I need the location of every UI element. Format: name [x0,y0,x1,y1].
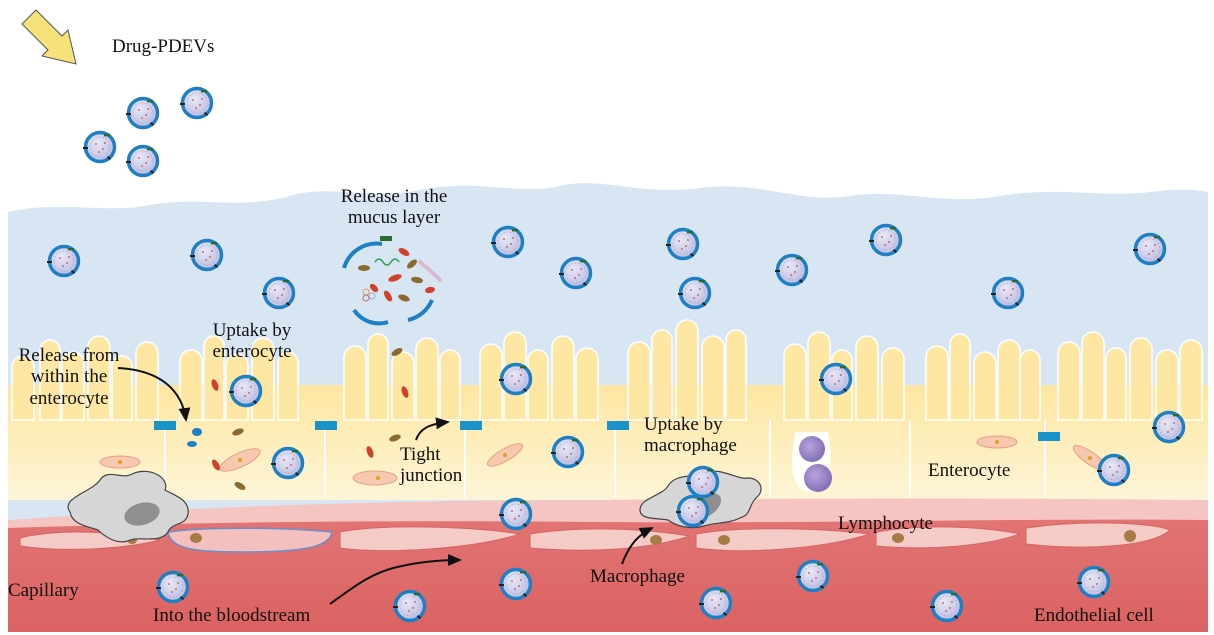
flow-arrows [117,367,654,605]
villus [179,349,203,421]
label-lymphocyte: Lymphocyte [838,513,933,534]
villus [1179,339,1203,421]
label-drug-pdevs: Drug-PDEVs [112,36,215,57]
label-enterocyte: Enterocyte [928,460,1011,481]
villus [551,335,575,421]
villus [479,343,503,421]
villus [651,329,673,421]
vesicle-icon [391,589,427,623]
villus [627,341,651,421]
vesicle-icon [269,446,305,480]
vesicle-icon [124,144,160,178]
villus [1129,337,1153,421]
label-macrophage: Macrophage [590,566,685,587]
vesicle-icon [794,559,830,593]
villus [439,349,461,421]
villus [111,355,133,421]
label-into-bloodstream: Into the bloodstream [153,605,311,626]
tight-junction-icon [154,421,1060,441]
vesicle-icon [1150,410,1186,444]
villus [1019,349,1041,421]
vesicle-icon [1131,232,1167,266]
label-release-within: Release from within the enterocyte [18,345,120,409]
released-cargo [342,236,442,326]
villus [1105,347,1127,421]
label-uptake-enterocyte: Uptake by enterocyte [212,320,292,363]
villus [61,351,85,421]
vesicle-icon [1075,565,1111,599]
villus [367,333,389,421]
vesicle-icon [817,362,853,396]
vesicle-icon [154,570,190,604]
enterocyte-nuclei [99,435,1108,486]
villus [87,335,111,421]
vesicle-icon [674,494,710,528]
vesicle-icon [45,244,81,278]
villus [135,341,159,421]
villus [277,351,299,421]
villus [783,343,807,421]
villus [527,349,549,421]
vesicle-icon [684,465,720,499]
villus [1081,331,1105,421]
villus [415,337,439,421]
vesicle-icon [497,497,533,531]
villus [701,335,725,421]
villus [997,339,1021,421]
villus [1057,341,1081,421]
vesicle-icon [227,374,263,408]
villus [881,347,905,421]
label-capillary: Capillary [8,580,79,601]
arrow-bloodstream [329,554,462,605]
villus [855,335,879,421]
vesicle-icon [557,256,593,290]
vesicle-icon [664,227,700,261]
villus [925,345,949,421]
villus [807,331,831,421]
macrophage-icon [67,470,189,543]
internalized-cargo [187,348,409,490]
villus [11,355,35,421]
villus [203,335,225,421]
label-uptake-macrophage: Uptake by macrophage [644,414,737,457]
arrow-tight-junction [415,417,450,441]
arrow-release-within [117,367,191,422]
vesicle-icon [928,589,964,623]
vesicle-icon [124,96,160,130]
vesicle-icon [260,276,296,310]
epithelium-layer [8,319,1208,500]
vesicle-icon [989,276,1025,310]
arrow-icon [21,9,77,65]
villus [1155,349,1179,421]
lymphocyte-icon [792,432,832,493]
label-tight-junction: Tight junction [400,444,463,487]
villus [675,319,699,421]
label-endothelial-cell: Endothelial cell [1034,605,1154,626]
vesicle-icon [697,586,733,620]
label-release-mucus: Release in the mucus layer [340,186,448,229]
villus [575,347,599,421]
vesicle-icon [867,223,903,257]
vesicle-icon [676,276,712,310]
villus [39,339,61,421]
villus [391,351,415,421]
vesicle-icon [489,225,525,259]
vesicle-icon [773,253,809,287]
villus [973,351,997,421]
villus [725,329,747,421]
vesicle-icon [81,130,117,164]
vesicle-icon [178,86,214,120]
vesicle-icon [497,362,533,396]
vesicle-icon [549,435,585,469]
villus [343,345,367,421]
vesicle-icon [1095,453,1131,487]
vesicle-icon [188,238,224,272]
vesicle-icon [497,567,533,601]
villus [949,333,971,421]
arrow-macrophage [621,527,654,565]
